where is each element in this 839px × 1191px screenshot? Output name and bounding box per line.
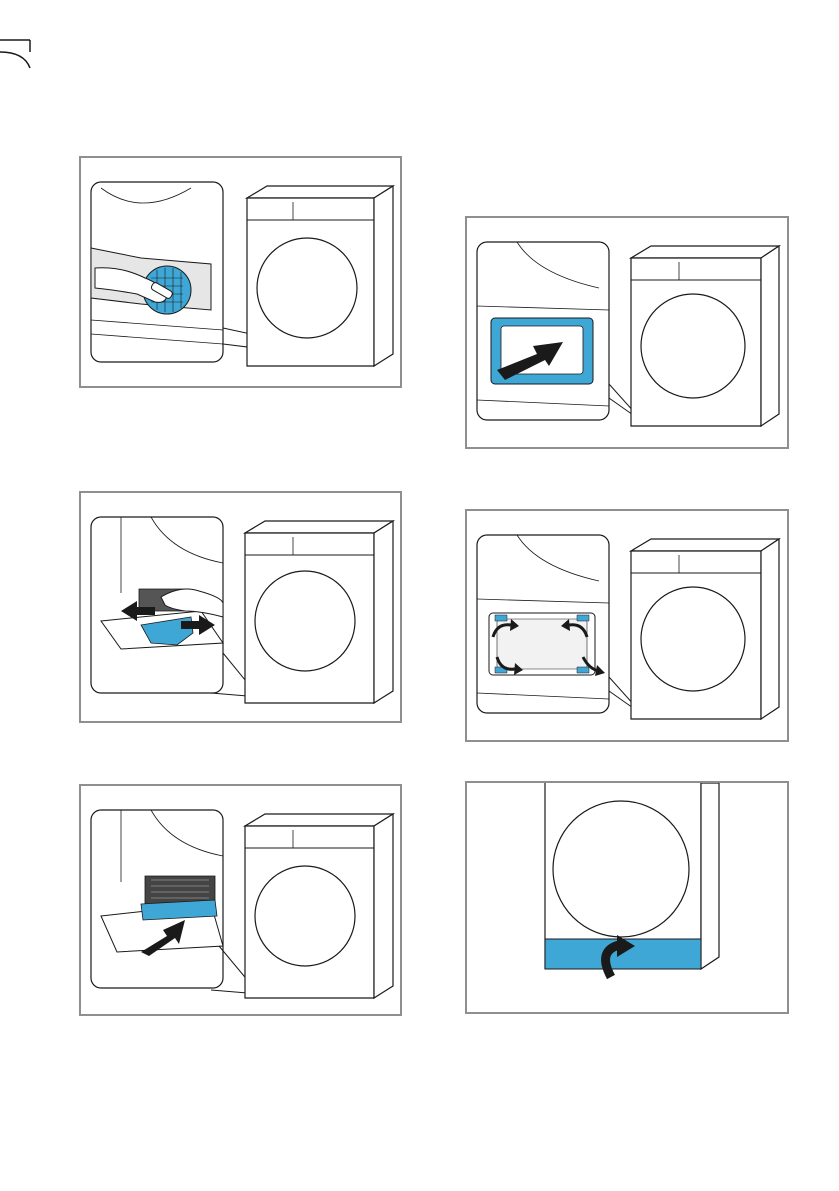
detail-callout [477,535,609,713]
panel-close-flap [465,781,789,1014]
dryer-icon [631,246,779,426]
panel-clean-filter [79,156,402,388]
panel-pull-drawer [79,491,402,723]
dryer-icon [631,539,779,719]
detail-callout [91,810,223,988]
dryer-icon [245,521,393,703]
panel-insert-drawer [79,784,402,1016]
page-corner-mark [0,0,40,80]
dryer-icon [545,783,719,969]
panel-rotate-latches [465,509,789,742]
detail-callout [477,242,609,420]
dryer-icon [245,814,393,998]
dryer-icon [247,186,393,366]
panel-insert-cover [465,216,789,449]
